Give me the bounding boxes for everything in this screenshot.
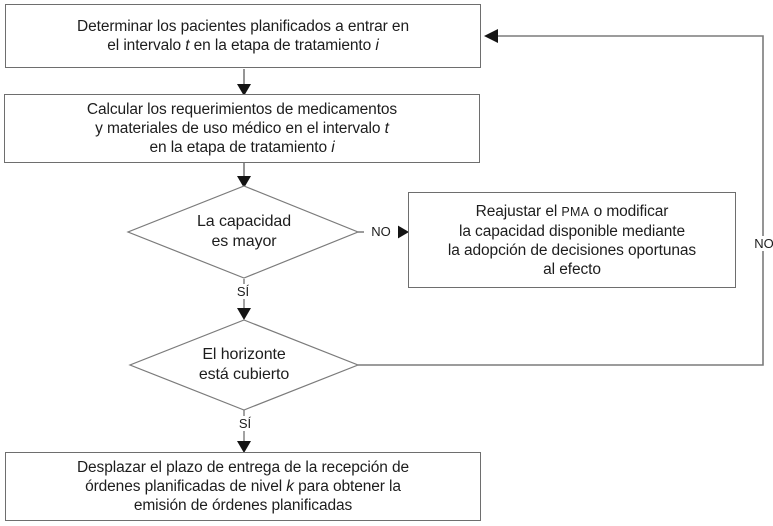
process-box-determinar-pacientes: Determinar los pacientes planificados a … (5, 4, 481, 68)
process-text-line: Determinar los pacientes planificados a … (77, 18, 409, 35)
decision-text-line: La capacidad (197, 213, 291, 230)
process-text-line: emisión de órdenes planificadas (133, 497, 353, 514)
arrowhead-down-icon (237, 308, 251, 320)
process-text-line: la adopción de decisiones oportunas (447, 241, 697, 259)
process-text-line: Reajustar el PMA o modificar (475, 202, 669, 220)
arrowhead-down-icon (237, 84, 251, 96)
branch-label-no-horizonte: NO (748, 236, 773, 251)
process-text-line: en la etapa de tratamiento i (149, 139, 335, 156)
decision-text-line: es mayor (211, 233, 277, 250)
process-text-line: y materiales de uso médico en el interva… (95, 120, 389, 137)
decision-diamond-capacidad-shape (126, 185, 360, 279)
arrowhead-left-icon (484, 29, 498, 43)
arrowhead-down-icon (237, 441, 251, 453)
process-text-line: órdenes planificadas de nivel k para obt… (85, 478, 401, 495)
process-text-line: Desplazar el plazo de entrega de la rece… (76, 459, 410, 476)
process-text-line: el intervalo t en la etapa de tratamient… (107, 37, 379, 54)
decision-diamond-horizonte: El horizonte está cubierto (144, 332, 344, 398)
process-box-desplazar-plazo: Desplazar el plazo de entrega de la rece… (5, 452, 481, 521)
branch-label-si-capacidad: SÍ (227, 284, 259, 299)
process-text-line: al efecto (543, 260, 601, 278)
process-text-line: Calcular los requerimientos de medicamen… (86, 101, 398, 118)
branch-label-si-horizonte: SÍ (229, 416, 261, 431)
process-box-calcular-requerimientos: Calcular los requerimientos de medicamen… (4, 94, 480, 163)
branch-label-no-capacidad: NO (364, 224, 398, 239)
process-text-line: la capacidad disponible mediante (458, 222, 685, 240)
arrowhead-down-icon (237, 176, 251, 188)
arrowhead-right-icon (397, 225, 409, 239)
decision-text-line: está cubierto (198, 366, 290, 383)
decision-diamond-capacidad: La capacidad es mayor (144, 198, 344, 266)
decision-text-line: El horizonte (202, 346, 286, 363)
feedback-loop-connector (358, 35, 764, 366)
process-box-reajustar-pma: Reajustar el PMA o modificar la capacida… (408, 192, 736, 288)
